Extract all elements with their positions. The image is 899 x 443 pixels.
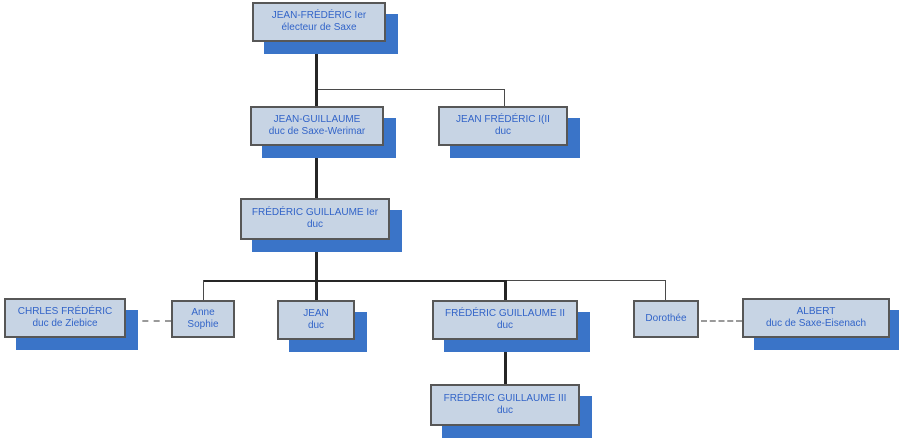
node-albert[interactable]: ALBERT duc de Saxe-Eisenach: [742, 298, 890, 338]
node-title: duc: [494, 126, 512, 137]
node-title: électeur de Saxe: [281, 22, 357, 33]
connector-v-to-jean: [315, 280, 318, 301]
node-name: ALBERT: [796, 305, 836, 317]
node-dorothee[interactable]: Dorothée: [633, 300, 699, 338]
node-title: duc: [496, 320, 514, 331]
node-name: JEAN-FRÉDÉRIC Ier: [271, 9, 367, 21]
connector-v-jean-guillaume-down: [315, 146, 318, 199]
node-frederic-guillaume-ier[interactable]: FRÉDÉRIC GUILLAUME Ier duc: [240, 198, 390, 240]
connector-h-siblings-bus-right: [505, 280, 666, 281]
connector-v-fg2-down: [504, 340, 507, 385]
marriage-link-dorothee-albert: [701, 320, 742, 322]
node-name: FRÉDÉRIC GUILLAUME II: [444, 307, 566, 319]
node-title: duc: [496, 405, 514, 416]
node-jean-guillaume[interactable]: JEAN-GUILLAUME duc de Saxe-Werimar: [250, 106, 384, 146]
node-name: JEAN FRÉDÉRIC I(II: [456, 113, 550, 125]
node-name: JEAN-GUILLAUME: [273, 113, 361, 125]
connector-v-root-down: [315, 42, 318, 90]
node-title: Sophie: [187, 319, 219, 330]
connector-h-siblings-bus-left: [203, 280, 316, 282]
node-anne-sophie[interactable]: Anne Sophie: [171, 300, 235, 338]
connector-v-to-jean-frederic-i-ii: [504, 89, 505, 107]
node-name: CHRLES FRÉDÉRIC: [17, 305, 113, 317]
node-title: duc de Ziebice: [32, 318, 98, 329]
connector-h-siblings-bus-mid: [315, 280, 506, 282]
node-chrles-frederic[interactable]: CHRLES FRÉDÉRIC duc de Ziebice: [4, 298, 126, 338]
node-title: duc: [306, 219, 324, 230]
node-name: JEAN: [303, 307, 329, 319]
connector-v-to-anne-sophie: [203, 280, 204, 301]
node-title: duc de Saxe-Eisenach: [765, 318, 867, 329]
node-jean-frederic-ier[interactable]: JEAN-FRÉDÉRIC Ier électeur de Saxe: [252, 2, 386, 42]
connector-h-row1-bus: [315, 89, 505, 90]
marriage-link-chrles-anne: [131, 320, 171, 322]
node-title: duc de Saxe-Werimar: [268, 126, 366, 137]
connector-v-to-dorothee: [665, 280, 666, 301]
node-frederic-guillaume-iii[interactable]: FRÉDÉRIC GUILLAUME III duc: [430, 384, 580, 426]
node-name: FRÉDÉRIC GUILLAUME Ier: [251, 206, 379, 218]
node-frederic-guillaume-ii[interactable]: FRÉDÉRIC GUILLAUME II duc: [432, 300, 578, 340]
node-name: FRÉDÉRIC GUILLAUME III: [443, 392, 567, 404]
node-jean-frederic-i-ii[interactable]: JEAN FRÉDÉRIC I(II duc: [438, 106, 568, 146]
connector-v-to-jean-guillaume: [315, 89, 318, 107]
node-name: Anne: [191, 306, 215, 318]
connector-v-fg1-down: [315, 240, 318, 281]
node-jean[interactable]: JEAN duc: [277, 300, 355, 340]
connector-v-to-frederic-guillaume-ii: [504, 280, 507, 301]
node-title: duc: [307, 320, 325, 331]
node-name: Dorothée: [645, 312, 687, 324]
